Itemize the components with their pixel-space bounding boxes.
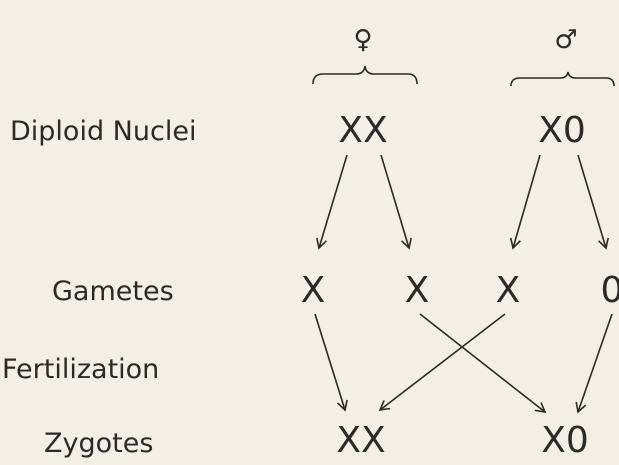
female-symbol: ♀ bbox=[353, 25, 372, 55]
gamete-male-0: 0 bbox=[601, 270, 619, 311]
arrow-gamete-0-to-x0 bbox=[575, 313, 613, 414]
gametes-label: Gametes bbox=[52, 276, 174, 307]
arrow-gamete-1-to-xx bbox=[314, 313, 348, 412]
fertilization-label: Fertilization bbox=[2, 354, 159, 385]
arrow-xx-to-gamete-2 bbox=[380, 154, 412, 250]
arrow-x0-to-gamete-x bbox=[509, 154, 541, 250]
female-diploid-nucleus: XX bbox=[338, 110, 387, 151]
female-brace bbox=[312, 65, 418, 85]
zygote-xx: XX bbox=[336, 420, 385, 461]
gamete-female-2: X bbox=[405, 270, 430, 311]
arrow-xx-to-gamete-1 bbox=[316, 154, 348, 250]
zygote-x0: X0 bbox=[541, 420, 589, 461]
arrow-gamete-x-to-xx bbox=[378, 313, 506, 412]
male-brace bbox=[510, 71, 615, 87]
arrow-gamete-2-to-x0 bbox=[419, 313, 547, 414]
diploid-nuclei-label: Diploid Nuclei bbox=[10, 116, 196, 147]
gamete-female-1: X bbox=[301, 270, 326, 311]
gamete-male-x: X bbox=[496, 270, 521, 311]
male-diploid-nucleus: X0 bbox=[538, 110, 586, 151]
male-symbol: ♂ bbox=[554, 25, 577, 55]
arrow-x0-to-gamete-0 bbox=[577, 154, 609, 250]
zygotes-label: Zygotes bbox=[44, 428, 153, 459]
